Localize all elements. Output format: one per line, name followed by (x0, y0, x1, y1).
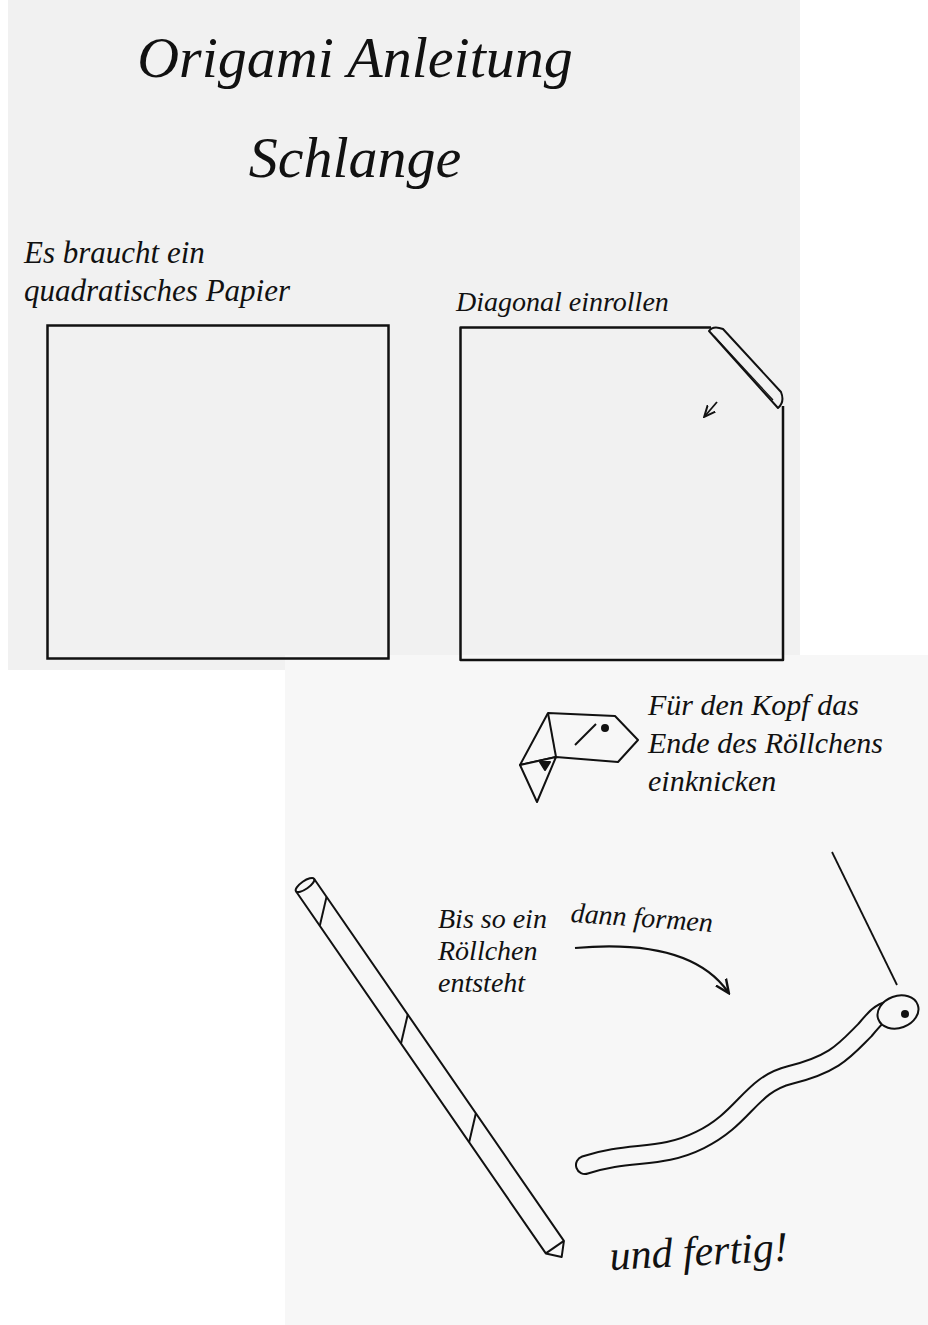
title: Origami Anleitung Schlange (95, 8, 615, 208)
head-fold (520, 713, 638, 802)
paper-sheet (8, 0, 800, 670)
paper-square (46, 324, 390, 660)
paper-square (459, 326, 785, 662)
step-caption: Diagonal einrollen (456, 284, 776, 320)
step-note: Für den Kopf das Ende des Röllchens eink… (648, 686, 888, 800)
step-caption: Es braucht ein quadratisches Papier (24, 234, 369, 310)
paper-step: Es braucht ein quadratisches Papier (24, 234, 400, 660)
leader-line (832, 852, 897, 985)
paper-sheet (285, 655, 928, 1325)
paper-step: Diagonal einrollen (456, 284, 788, 662)
step-note: Bis so ein Röllchen entsteht (438, 903, 588, 999)
form-arrow (575, 946, 728, 992)
snake (585, 990, 923, 1165)
